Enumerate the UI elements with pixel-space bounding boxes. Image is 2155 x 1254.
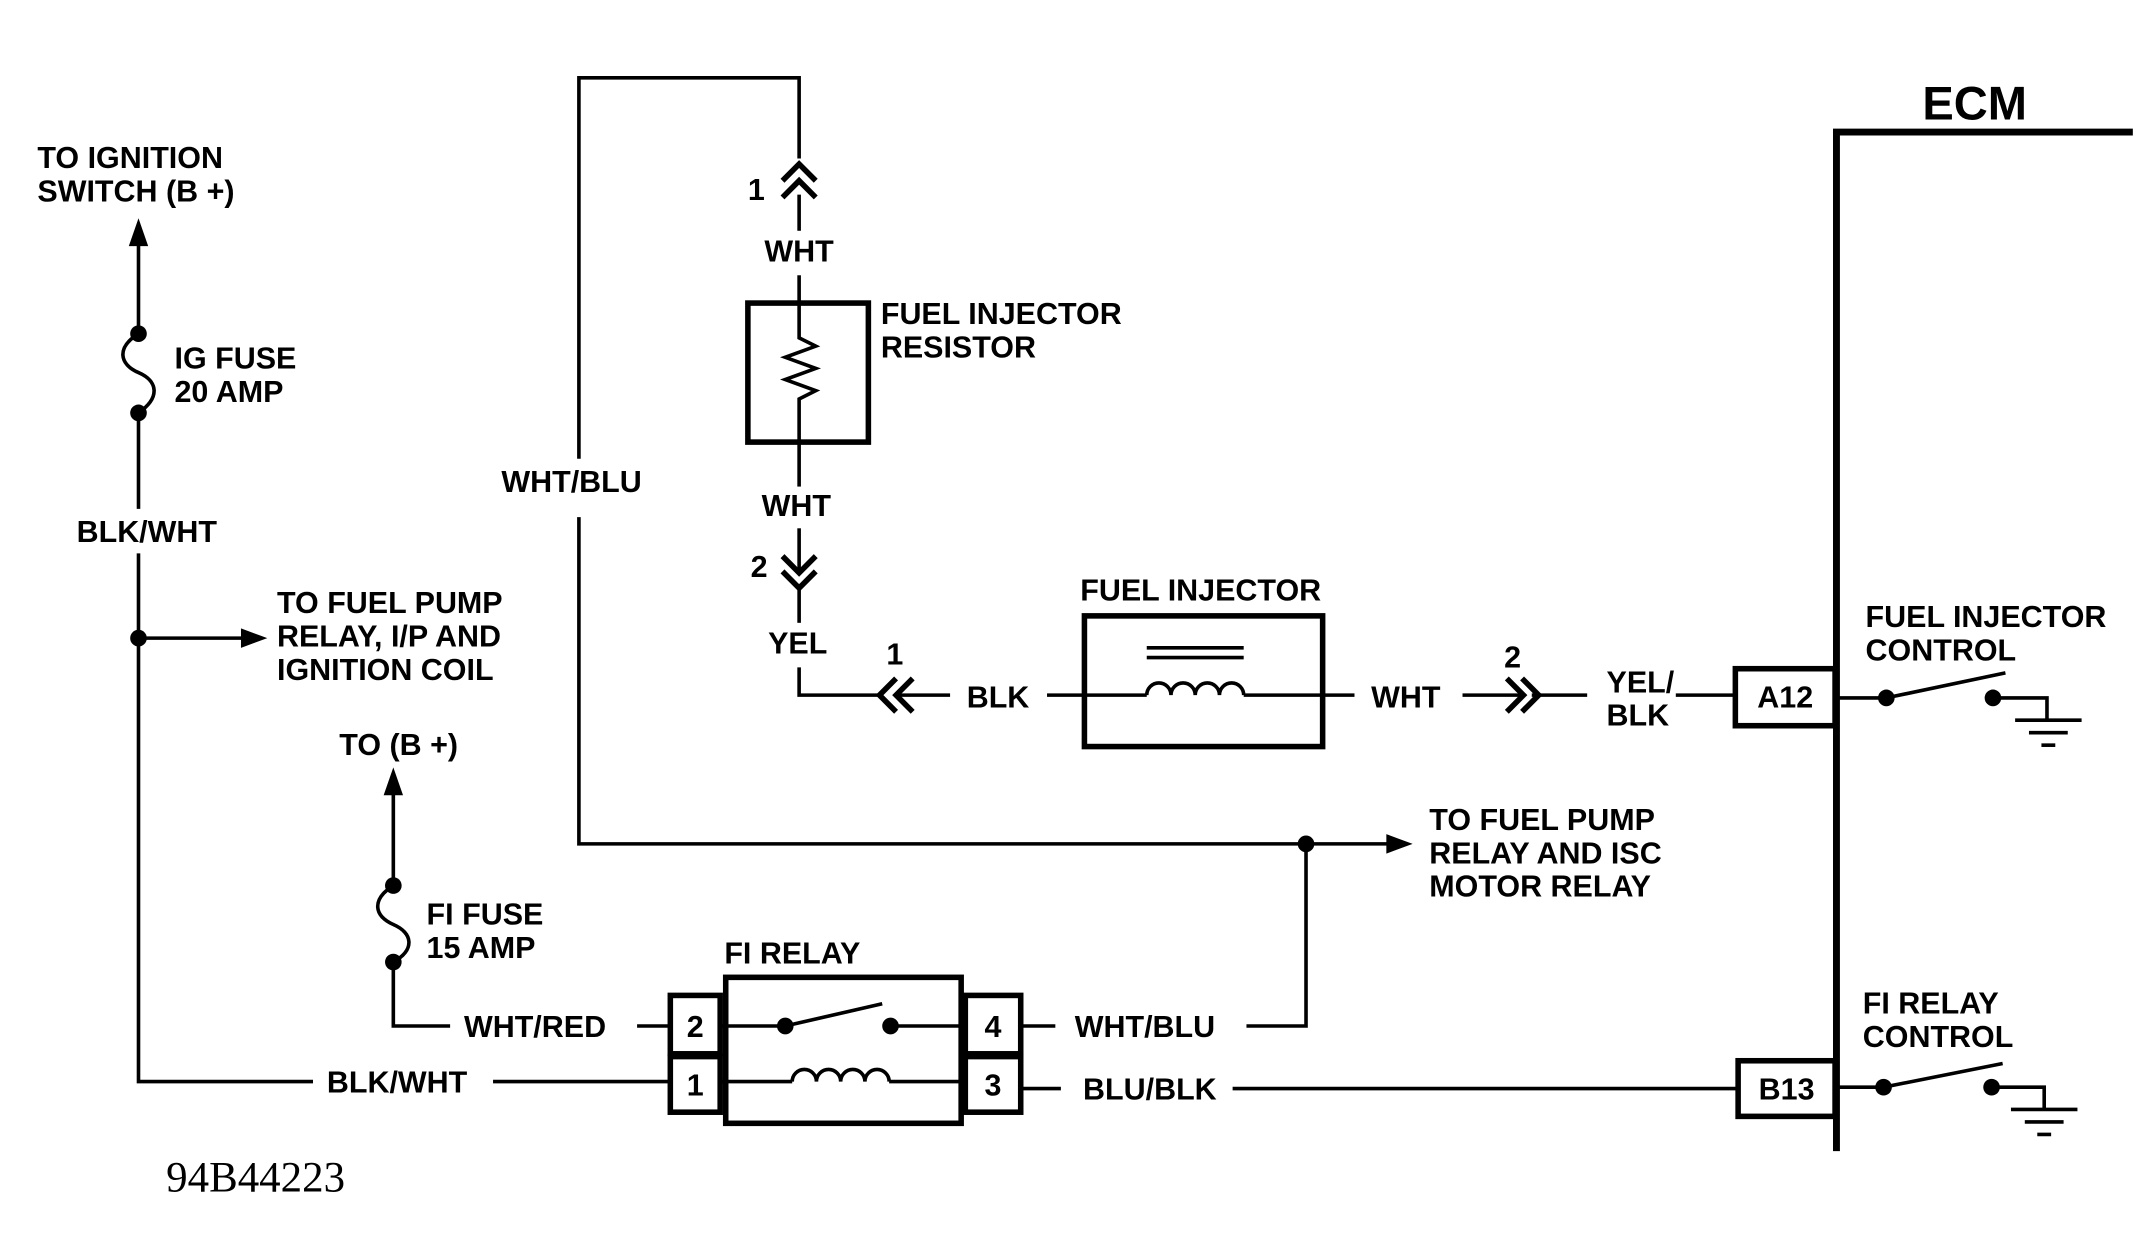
fi-fuse-label-line2: 15 AMP bbox=[427, 931, 536, 965]
wire-label-wht-lower: WHT bbox=[762, 489, 832, 523]
fuel-injector: 1 BLK FUEL INJECTOR WHT 2 YEL/ BLK bbox=[875, 574, 1736, 750]
ignition-branch-label-line2: RELAY, I/P AND bbox=[277, 619, 501, 653]
ig-fuse-label-line1: IG FUSE bbox=[175, 341, 297, 375]
ignition-switch-label-line1: TO IGNITION bbox=[37, 141, 223, 175]
wire-wht-blu-bus-upper bbox=[577, 76, 801, 459]
ig-fuse-label-line2: 20 AMP bbox=[175, 375, 284, 409]
connector-chevron-top-b bbox=[780, 176, 818, 200]
connector-pin-2-injector-label: 2 bbox=[1504, 640, 1521, 674]
wire-label-wht-upper: WHT bbox=[764, 234, 834, 268]
wht-blu-circuit: TO FUEL PUMP RELAY AND ISC MOTOR RELAY W… bbox=[501, 76, 1662, 904]
injector-control-label-line1: FUEL INJECTOR bbox=[1866, 600, 2107, 634]
relay-control-label-line1: FI RELAY bbox=[1863, 986, 1999, 1020]
injector-control-contact-left bbox=[1878, 689, 1895, 707]
relay-pin-3-label: 3 bbox=[985, 1068, 1002, 1102]
injector-resistor-label-line1: FUEL INJECTOR bbox=[881, 297, 1122, 331]
fi-fuse-label-line1: FI FUSE bbox=[427, 897, 544, 931]
relay-pin-1-label: 1 bbox=[687, 1068, 704, 1102]
wire-label-blk: BLK bbox=[967, 681, 1030, 715]
relay-coil-symbol bbox=[790, 1067, 891, 1082]
ecm: ECM A12 B13 FUEL INJECTOR CONTROL FI REL… bbox=[1732, 76, 2133, 1152]
ground-icon bbox=[2010, 1107, 2078, 1137]
relay-control-lead-out bbox=[1991, 1085, 2047, 1110]
ecm-terminal-a12-label: A12 bbox=[1757, 681, 1813, 715]
fi-relay-title: FI RELAY bbox=[724, 936, 860, 970]
injector-resistor-label-line2: RESISTOR bbox=[881, 330, 1036, 364]
injector-resistor: 1 WHT FUEL INJECTOR RESISTOR WHT 2 YEL bbox=[745, 160, 1122, 697]
resistor-zigzag-symbol bbox=[780, 303, 822, 443]
wire-label-wht-red: WHT/RED bbox=[464, 1010, 606, 1044]
fuel-injector-box bbox=[1081, 613, 1326, 750]
wire-blk-wht-main bbox=[136, 553, 314, 1084]
injector-control-switch-arm bbox=[1885, 671, 2006, 700]
wire-wht-red-lower bbox=[391, 962, 451, 1028]
ignition-switch-label-line2: SWITCH (B +) bbox=[37, 175, 234, 209]
battery-feed-label: TO (B +) bbox=[339, 728, 458, 762]
wire-wht-blu-bus-lower bbox=[577, 517, 1307, 846]
injector-control-label-line2: CONTROL bbox=[1866, 633, 2017, 667]
relay-pin-box-1 bbox=[667, 1053, 723, 1115]
wire-label-wht-blu-relay: WHT/BLU bbox=[1075, 1010, 1215, 1044]
arrow-up-to-ignition-switch bbox=[128, 218, 149, 247]
wire-label-wht-blu-vertical: WHT/BLU bbox=[501, 465, 641, 499]
arrow-right-to-isc-motor-relay bbox=[1386, 834, 1413, 854]
wire-label-blk-wht-bottom: BLK/WHT bbox=[327, 1066, 468, 1100]
wire-label-blu-blk: BLU/BLK bbox=[1083, 1073, 1217, 1107]
ig-fuse-symbol bbox=[121, 332, 156, 415]
ecm-boundary bbox=[1832, 128, 2133, 1152]
wire-label-yel-blk-line1: YEL/ bbox=[1607, 665, 1675, 699]
fi-fuse-feed: TO (B +) FI FUSE 15 AMP WHT/RED bbox=[339, 728, 671, 1044]
relay-pin-4-label: 4 bbox=[985, 1010, 1002, 1044]
injector-control-lead-out bbox=[1992, 696, 2049, 721]
ignition-branch-label-line3: IGNITION COIL bbox=[277, 653, 494, 687]
fi-fuse-symbol bbox=[376, 884, 411, 964]
wire-label-wht-injector: WHT bbox=[1371, 681, 1441, 715]
wire-label-yel-blk-line2: BLK bbox=[1607, 699, 1670, 733]
connector-chevron-left-b bbox=[892, 676, 915, 714]
isc-branch-label-line2: RELAY AND ISC bbox=[1429, 836, 1661, 870]
ecm-title: ECM bbox=[1922, 76, 2027, 129]
relay-switch-arm bbox=[784, 1001, 883, 1028]
relay-pin-2-label: 2 bbox=[687, 1010, 704, 1044]
connector-pin-1-injector-label: 1 bbox=[886, 637, 903, 671]
connector-pin-2-lower-label: 2 bbox=[751, 550, 768, 584]
connector-chevron-down-a bbox=[780, 554, 818, 577]
isc-branch-label-line1: TO FUEL PUMP bbox=[1429, 803, 1655, 837]
injector-coil-symbol bbox=[1144, 681, 1246, 696]
connector-chevron-right-a bbox=[1504, 676, 1528, 714]
wire-label-blk-wht-vertical: BLK/WHT bbox=[77, 515, 218, 549]
arrow-right-to-fuel-pump-relay bbox=[240, 628, 268, 648]
ecm-terminal-b13-label: B13 bbox=[1759, 1073, 1815, 1107]
ground-icon bbox=[2015, 718, 2082, 747]
wire-label-yel: YEL bbox=[768, 626, 827, 660]
connector-chevron-top-a bbox=[780, 160, 818, 183]
ignition-branch-label-line1: TO FUEL PUMP bbox=[277, 586, 503, 620]
fi-relay: FI RELAY 2 1 4 3 WHT/BLU BLU/BLK bbox=[667, 843, 1739, 1127]
relay-control-contact-right bbox=[1983, 1078, 2000, 1096]
wire-yel-b bbox=[797, 667, 881, 697]
wire-wht-blu-from-pin4-b bbox=[1246, 843, 1308, 1028]
connector-pin-1-top-label: 1 bbox=[748, 173, 765, 207]
relay-control-label-line2: CONTROL bbox=[1863, 1020, 2014, 1054]
isc-branch-label-line3: MOTOR RELAY bbox=[1429, 870, 1651, 904]
relay-control-switch-arm bbox=[1883, 1061, 2004, 1089]
fi-relay-body bbox=[722, 974, 964, 1127]
fuel-injector-title: FUEL INJECTOR bbox=[1080, 574, 1321, 608]
ignition-feed: TO IGNITION SWITCH (B +) IG FUSE 20 AMP … bbox=[37, 141, 671, 1100]
connector-chevron-left-a bbox=[875, 676, 899, 714]
relay-pin-box-3 bbox=[962, 1053, 1024, 1115]
arrow-up-to-battery bbox=[383, 767, 404, 796]
figure-code: 94B44223 bbox=[166, 1154, 345, 1201]
injector-resistor-box bbox=[745, 300, 872, 445]
